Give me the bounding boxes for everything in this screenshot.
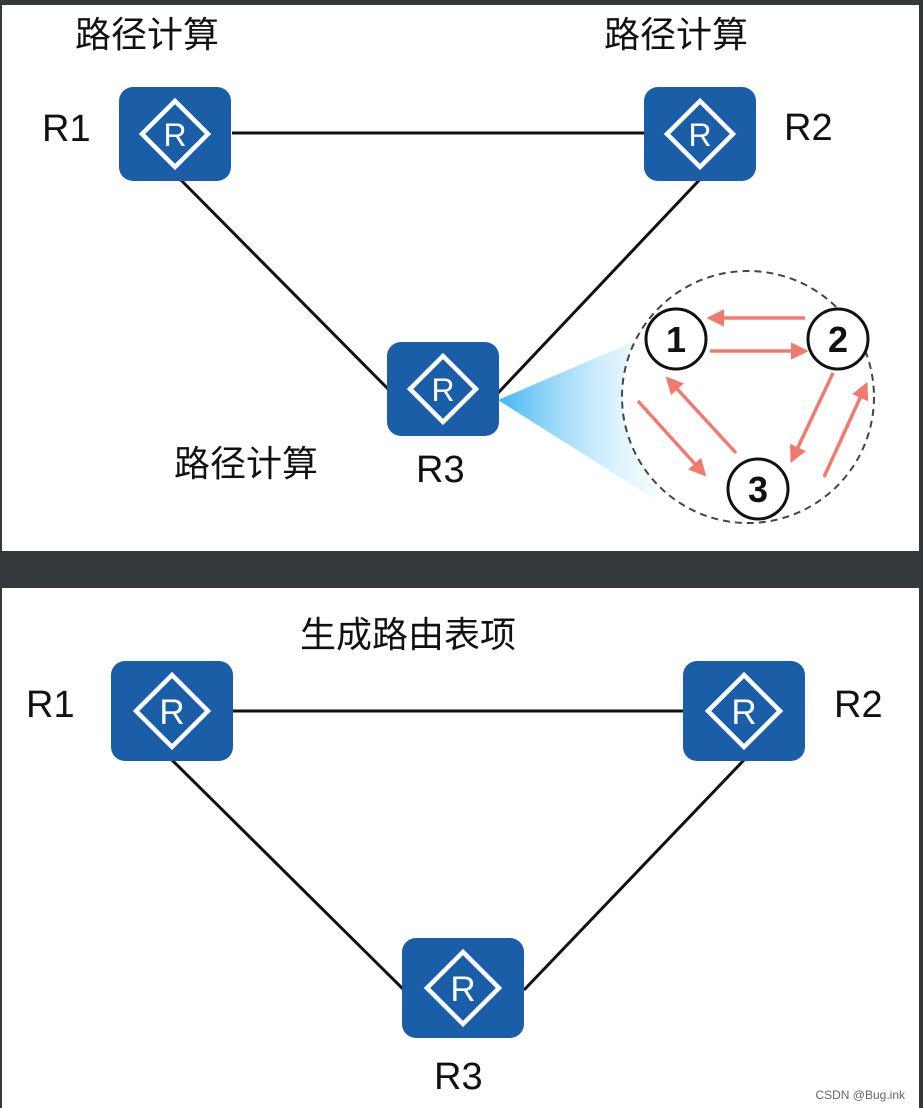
step-node-3: 3 (726, 457, 790, 521)
watermark: CSDN @Bug.ink (815, 1088, 905, 1102)
svg-text:1: 1 (666, 319, 686, 360)
router-glyph: R (688, 117, 711, 153)
router-r2-icon: R (683, 661, 805, 761)
router-name-r2: R2 (784, 107, 833, 149)
routing-table-panel: R R R 生成路由表项 R1 R2 R3 CSDN @Bug.ink (2, 588, 919, 1108)
router-r3-icon: R (387, 342, 499, 436)
router-r2-icon: R (644, 87, 756, 181)
router-glyph: R (431, 372, 454, 408)
path-calculation-panel: R R R 1 2 3 路径计算 路径 (2, 5, 919, 551)
step-node-1: 1 (644, 307, 708, 371)
router-name-r3: R3 (434, 1056, 483, 1098)
r2-path-calc-label: 路径计算 (604, 15, 749, 56)
arrow-3-to-1 (665, 376, 738, 455)
svg-text:2: 2 (828, 319, 848, 360)
router-r1-icon: R (119, 87, 231, 181)
routing-table-diagram: R R R (2, 588, 919, 1108)
arrow-1-to-3 (636, 399, 707, 477)
router-name-r2: R2 (834, 684, 883, 726)
link-r1-r3 (172, 171, 398, 399)
r3-path-calc-label: 路径计算 (174, 444, 319, 485)
link-r1-r3 (170, 758, 406, 992)
svg-text:3: 3 (748, 469, 768, 510)
router-name-r1: R1 (42, 108, 91, 150)
router-name-r3: R3 (416, 449, 465, 491)
router-r1-icon: R (111, 661, 233, 761)
router-glyph: R (731, 693, 756, 732)
router-glyph: R (163, 117, 186, 153)
routing-table-caption: 生成路由表项 (300, 615, 517, 656)
link-r2-r3 (522, 758, 746, 992)
step-node-2: 2 (806, 307, 870, 371)
router-glyph: R (159, 693, 184, 732)
arrow-3-to-2 (822, 381, 869, 478)
router-glyph: R (450, 970, 475, 1009)
router-r3-icon: R (402, 938, 524, 1038)
zoom-beam (498, 338, 656, 500)
r1-path-calc-label: 路径计算 (75, 15, 220, 56)
router-name-r1: R1 (26, 684, 75, 726)
path-calculation-diagram: R R R 1 2 3 (2, 5, 875, 524)
arrow-2-to-3 (790, 372, 835, 464)
link-r2-r3 (496, 171, 708, 395)
